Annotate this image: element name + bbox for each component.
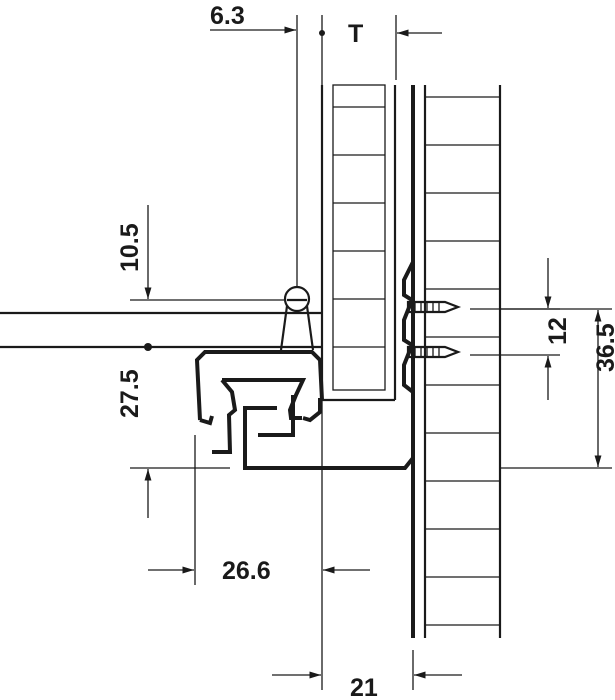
dimension-label: 26.6 [222,557,271,585]
dimension-12: 12 [470,258,572,400]
dimension-t: T [319,15,442,80]
mounting-bracket [402,261,415,394]
dimension-label: T [348,20,363,48]
dimension-26-6: 26.6 [148,435,370,585]
dimension-10-5: 10.5 [116,205,284,301]
dimension-21: 21 [272,650,462,700]
drawer-bottom-lines [0,311,322,351]
dimension-36-5: 36.5 [500,308,615,469]
dimension-label: 12 [544,317,572,345]
screw-icon [406,300,462,314]
dimension-label: 6.3 [210,2,245,30]
dimension-label: 21 [350,674,378,700]
runner-profile [194,350,415,470]
locking-pin [279,285,315,351]
dimension-label: 27.5 [116,369,144,418]
drawer-side-panel [320,15,397,690]
dimension-label: 36.5 [592,323,615,372]
dimension-label: 10.5 [116,223,144,272]
dimension-6-3: 6.3 [210,2,298,287]
cabinet-wall [411,85,502,638]
screw-icon [406,345,462,359]
dimension-27-5: 27.5 [116,369,230,518]
